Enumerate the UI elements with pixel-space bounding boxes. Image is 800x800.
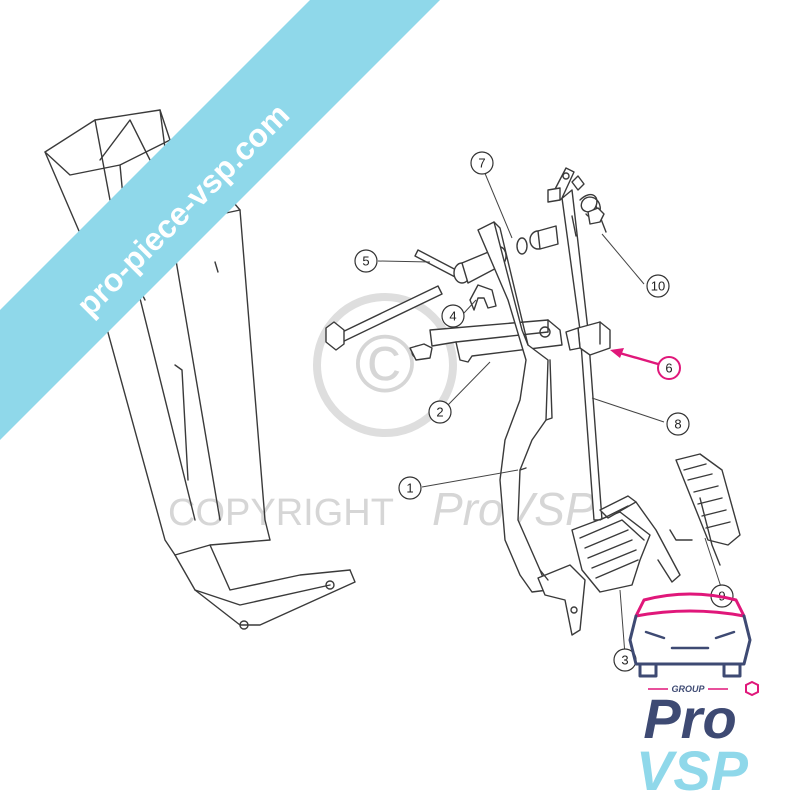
logo-car-outline [628,592,752,678]
clip [469,284,497,311]
logo-line1: Pro [643,687,736,750]
provsp-logo: GROUP Pro VSP [628,592,759,800]
callout-4: 4 [441,304,465,328]
logo-hex-icon [745,680,759,697]
logo-group-label: GROUP [671,684,705,694]
brake-pedal-pad [571,495,681,593]
callout-6: 6 [657,356,681,380]
svg-text:10: 10 [651,279,665,294]
washer [516,237,528,255]
clutch-pedal-arm [477,221,586,636]
return-spring [571,175,607,237]
brake-pedal-rod [547,167,603,521]
svg-text:1: 1 [406,481,413,496]
svg-text:6: 6 [665,361,672,376]
leader-lines [377,170,723,656]
copyright-symbol: © [355,319,415,410]
svg-text:5: 5 [362,254,369,269]
accelerator-pedal [669,453,741,566]
callout-2: 2 [428,400,452,424]
callout-8: 8 [666,412,690,436]
callout-10: 10 [646,274,670,298]
pivot-pin [414,249,461,279]
callout-5: 5 [354,249,378,273]
pivot-bolt [325,285,443,351]
copyright-text: COPYRIGHT [168,492,394,534]
svg-text:3: 3 [621,653,628,668]
callout-1: 1 [398,476,422,500]
svg-text:7: 7 [478,156,485,171]
svg-text:8: 8 [674,417,681,432]
brake-light-switch [565,321,611,356]
bracket-plate [409,319,563,363]
svg-text:4: 4 [449,309,456,324]
svg-text:2: 2 [436,405,443,420]
highlight-arrow-6 [610,348,659,366]
callout-3: 3 [613,648,637,672]
logo-line2: VSP [636,739,749,800]
callout-7: 7 [470,151,494,175]
